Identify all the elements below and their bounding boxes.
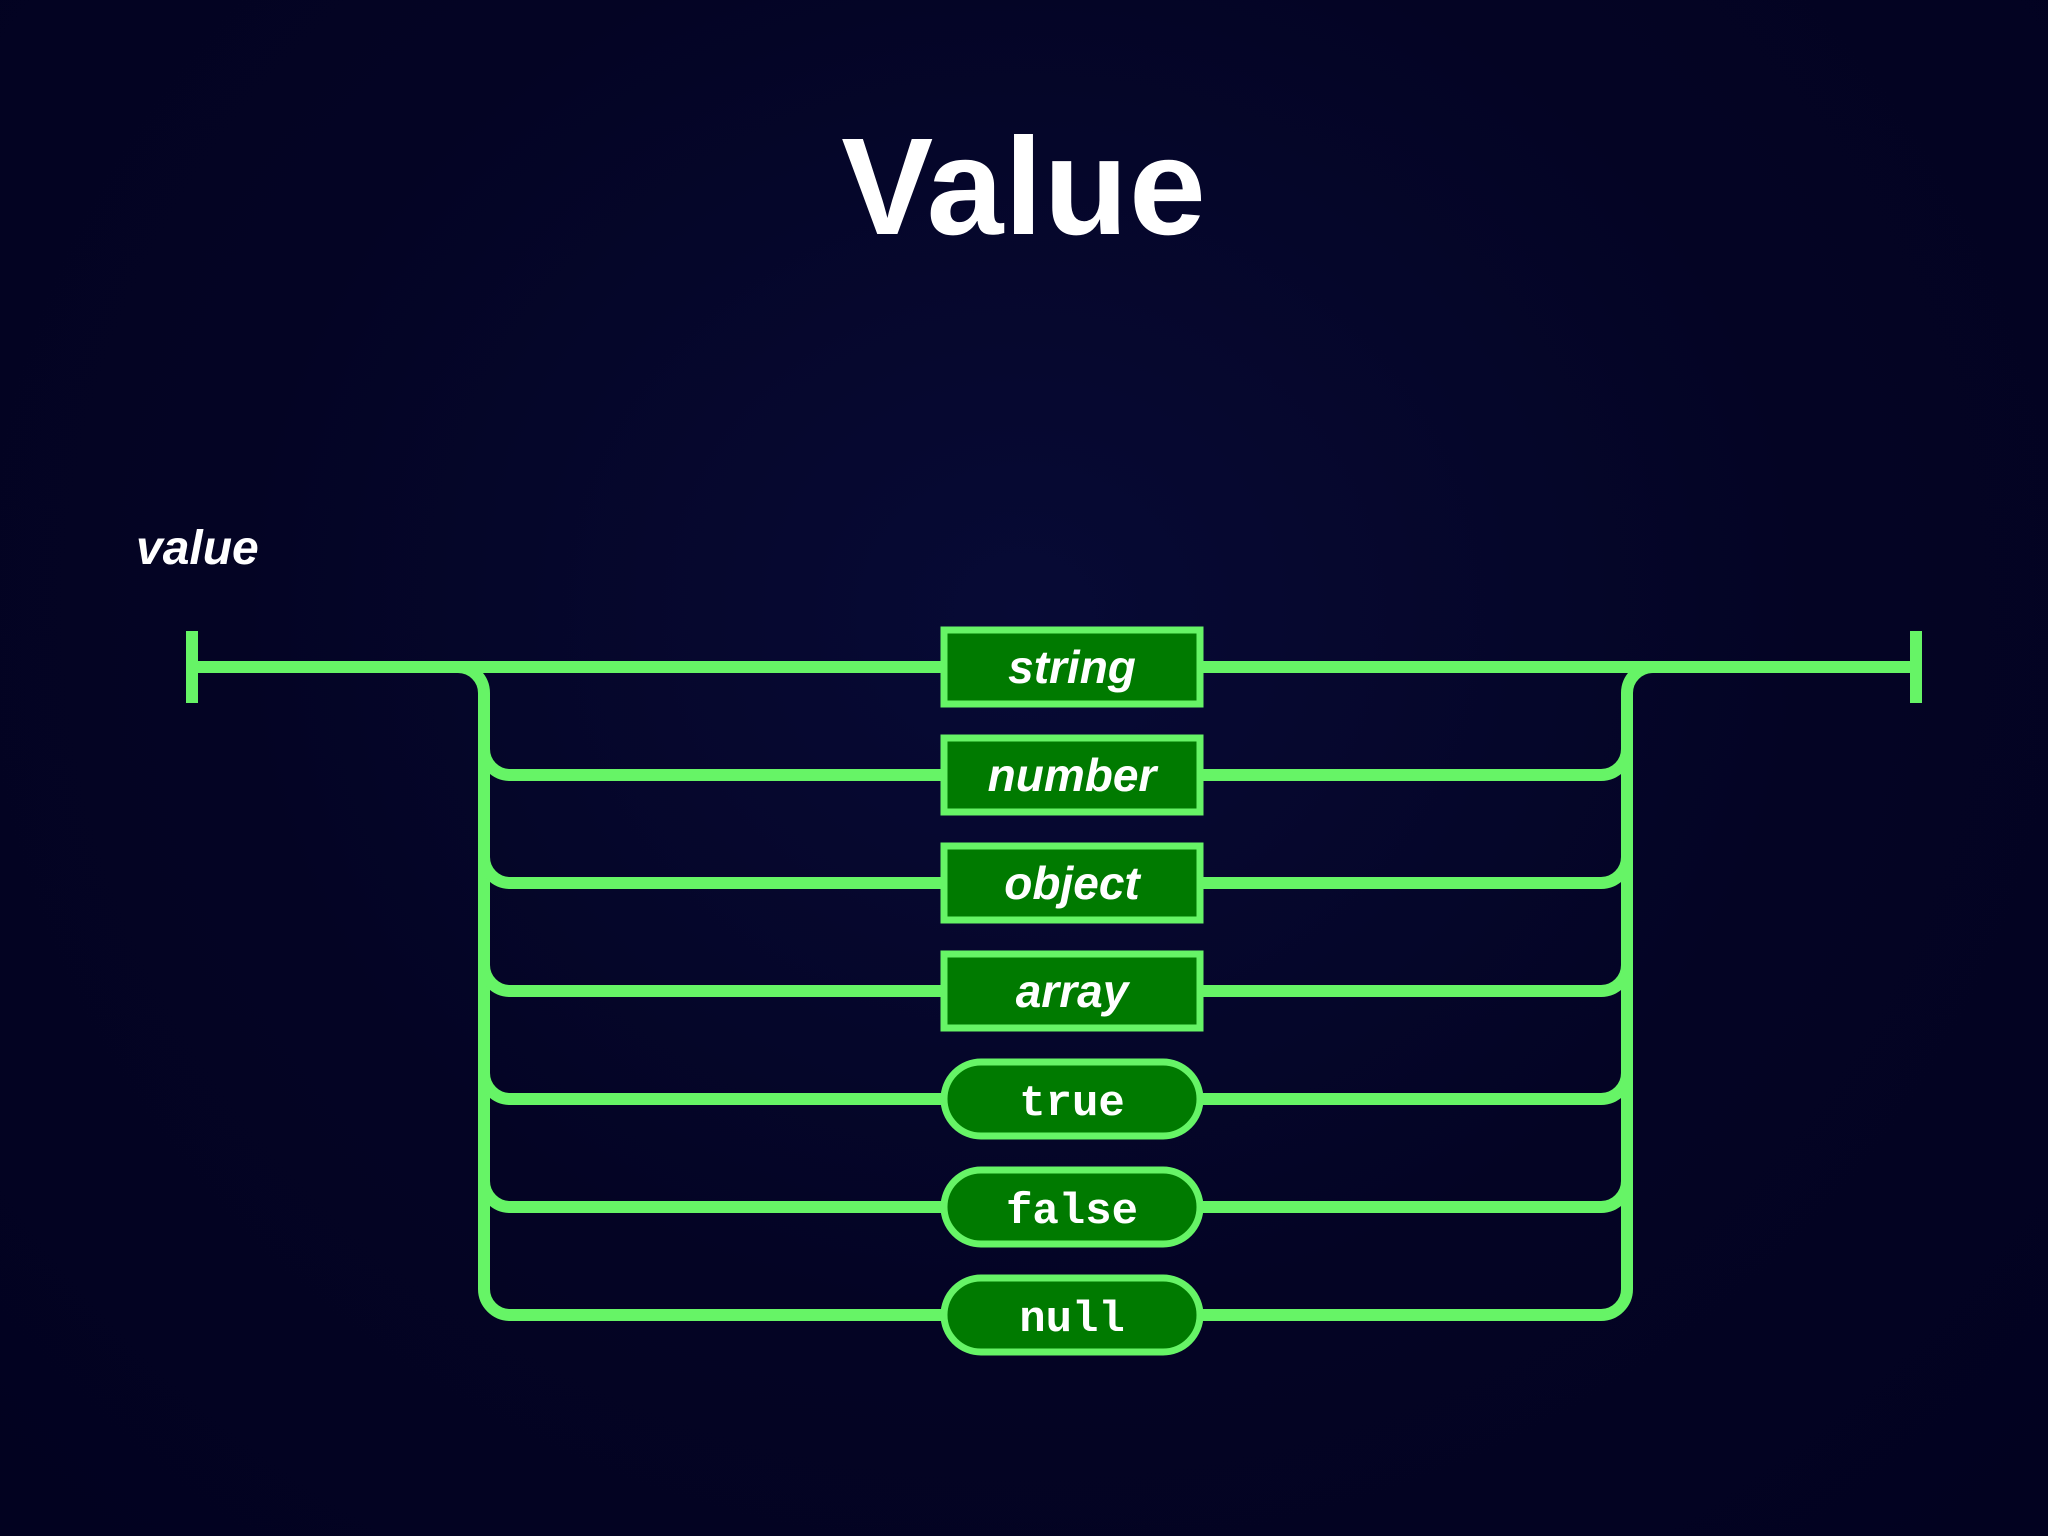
node-box-true [940, 1058, 1204, 1140]
node-false: false [940, 1166, 1204, 1248]
node-array: array [940, 950, 1204, 1032]
node-label-null: null [1019, 1295, 1125, 1345]
node-box-string [940, 626, 1204, 708]
node-label-object: object [1004, 857, 1141, 909]
diagram-nodes: string number object array true false null [940, 626, 1204, 1356]
node-box-array [940, 950, 1204, 1032]
node-label-number: number [988, 749, 1159, 801]
slide-title: Value [841, 110, 1207, 264]
node-label-string: string [1008, 641, 1136, 693]
node-true: true [940, 1058, 1204, 1140]
node-object: object [940, 842, 1204, 924]
right-bus-rail [1621, 661, 1654, 1289]
node-string: string [940, 626, 1204, 708]
node-label-array: array [1016, 965, 1131, 1017]
node-label-true: true [1019, 1079, 1125, 1129]
node-null: null [940, 1274, 1204, 1356]
node-box-number [940, 734, 1204, 816]
node-number: number [940, 734, 1204, 816]
node-box-false [940, 1166, 1204, 1248]
diagram-label: value [136, 522, 259, 575]
left-bus-rail [457, 661, 490, 1289]
node-box-object [940, 842, 1204, 924]
node-label-false: false [1006, 1187, 1138, 1237]
node-box-null [940, 1274, 1204, 1356]
